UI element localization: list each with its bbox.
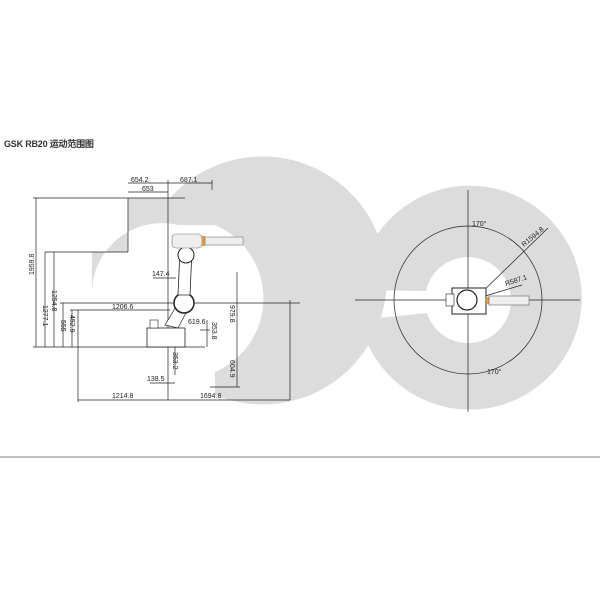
- dim-353-8: 353.8: [210, 322, 217, 340]
- dim-979-8: 979.8: [228, 305, 235, 323]
- outer-radius-leader: [477, 227, 549, 297]
- dim-687-1: 687.1: [180, 177, 198, 184]
- dim-654-2: 654.2: [131, 177, 149, 184]
- dim-1214-8: 1214.8: [112, 393, 134, 400]
- inner-radius-leader: [484, 284, 523, 297]
- robot-side-view: [146, 233, 244, 348]
- dim-653: 653: [142, 186, 154, 193]
- robot-top-view: [445, 287, 530, 315]
- top-reach-area: [358, 185, 582, 410]
- dim-1277-1: 1277.1: [41, 305, 48, 327]
- angle-top-label: 170°: [472, 220, 487, 228]
- dim-555: 555: [59, 320, 66, 332]
- dim-353-2: 353.2: [171, 352, 178, 370]
- dim-1959-8: 1959.8: [29, 253, 36, 275]
- dim-1694-8: 1694.8: [200, 393, 222, 400]
- dim-147-4: 147.4: [152, 271, 170, 278]
- dim-1254-8: 1254.8: [50, 290, 57, 312]
- drawing-title: GSK RB20 运动范围图: [4, 139, 94, 149]
- side-reach-area: [92, 156, 387, 405]
- dim-619-6: 619.6: [188, 319, 206, 326]
- dim-1206-6: 1206.6: [112, 304, 134, 311]
- dim-452-9: 452.9: [68, 315, 75, 333]
- side-dimension-lines: [33, 180, 300, 402]
- dim-138-5: 138.5: [147, 376, 165, 383]
- angle-bottom-label: 170°: [487, 368, 502, 376]
- dim-604-9: 604.9: [228, 360, 235, 378]
